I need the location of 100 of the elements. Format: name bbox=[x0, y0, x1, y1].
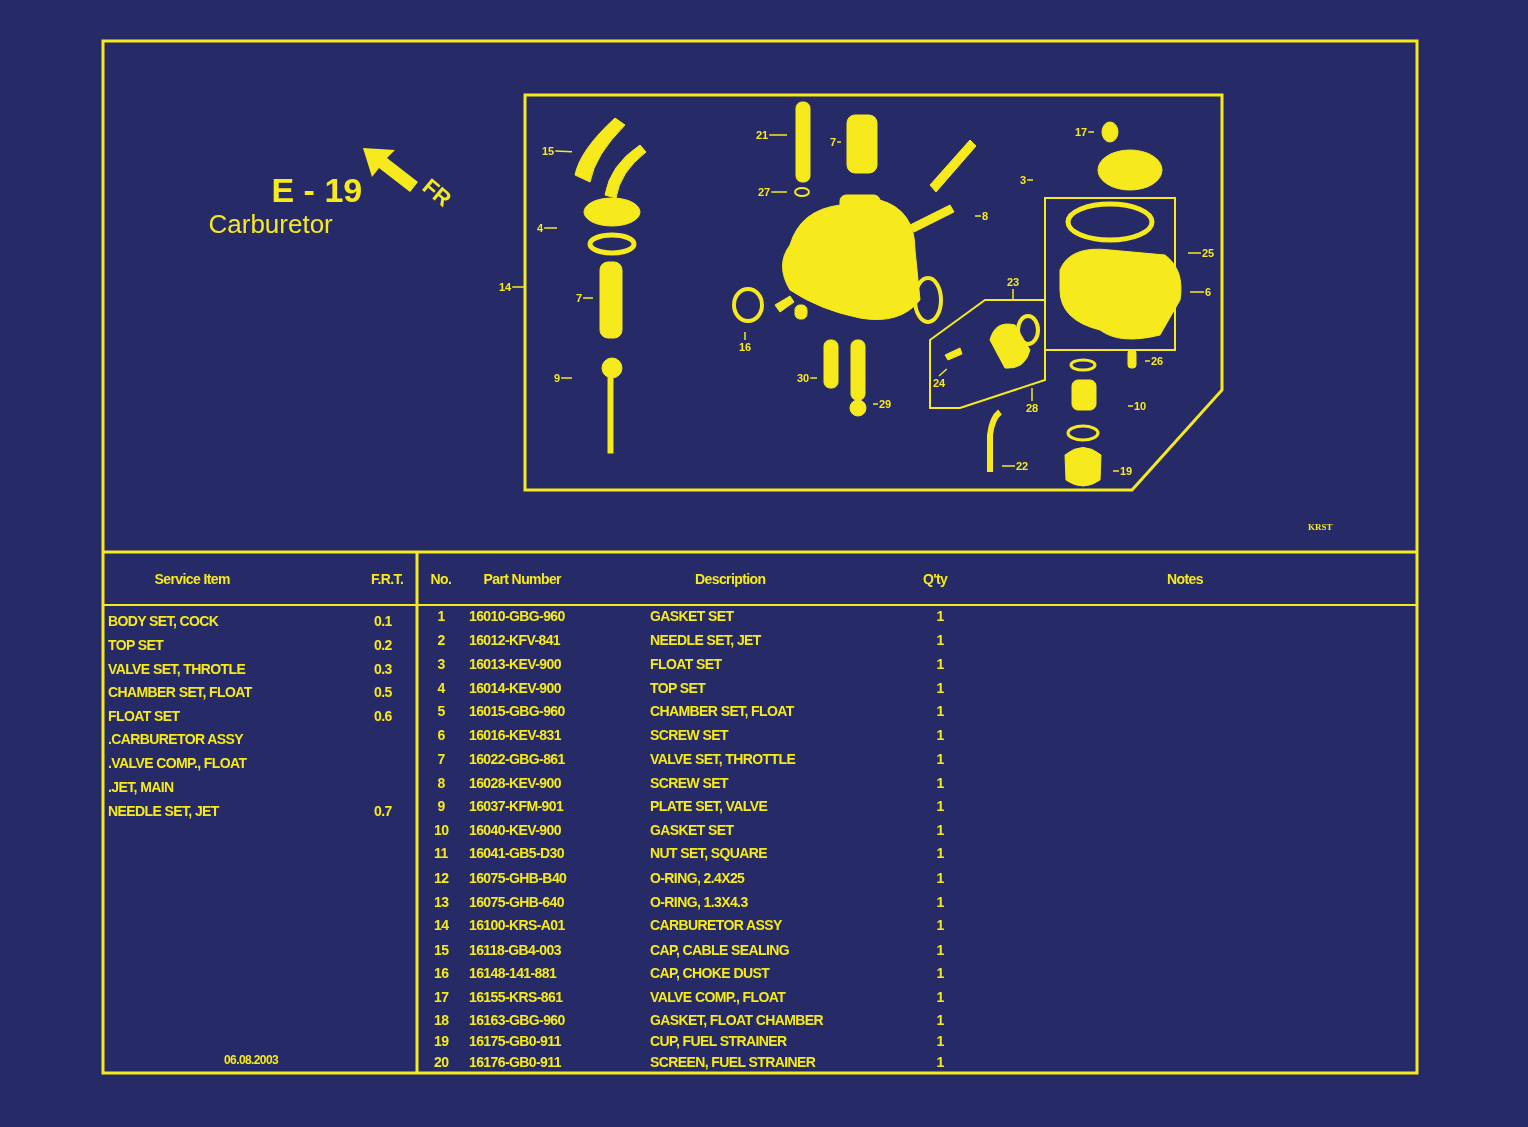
row-number: 1 bbox=[437, 609, 445, 623]
part-number: 16155-KRS-861 bbox=[469, 990, 563, 1004]
quantity-value: 1 bbox=[936, 990, 944, 1004]
row-number: 12 bbox=[434, 871, 449, 885]
callout-number: 30 bbox=[797, 372, 810, 384]
callout-number: 9 bbox=[554, 372, 561, 384]
frt-value: 0.3 bbox=[374, 662, 392, 676]
quantity-value: 1 bbox=[936, 704, 944, 718]
callout-number: 25 bbox=[1202, 247, 1215, 259]
callout-number: 24 bbox=[933, 377, 946, 389]
part-description: CHAMBER SET, FLOAT bbox=[650, 704, 794, 718]
part-description: GASKET SET bbox=[650, 823, 734, 837]
page-title: Carburetor bbox=[208, 211, 333, 237]
leader-line bbox=[1144, 360, 1151, 362]
quantity-value: 1 bbox=[936, 728, 944, 742]
callout-number: 3 bbox=[1020, 174, 1027, 186]
part-number: 16014-KEV-900 bbox=[469, 681, 561, 695]
service-item-name: .CARBURETOR ASSY bbox=[108, 732, 244, 746]
callout-number: 8 bbox=[982, 210, 989, 222]
part-number: 16013-KEV-900 bbox=[469, 657, 561, 671]
column-header: Q'ty bbox=[923, 572, 948, 586]
row-number: 19 bbox=[434, 1034, 449, 1048]
callout-number: 6 bbox=[1205, 286, 1212, 298]
leader-line bbox=[809, 377, 818, 379]
part-number: 16016-KEV-831 bbox=[469, 728, 561, 742]
service-item-name: BODY SET, COCK bbox=[108, 614, 219, 628]
column-header: F.R.T. bbox=[371, 572, 404, 586]
callout-number: 14 bbox=[499, 281, 512, 293]
row-number: 14 bbox=[434, 918, 449, 932]
leader-line bbox=[1112, 470, 1120, 472]
service-item-name: .VALVE COMP., FLOAT bbox=[108, 756, 247, 770]
part-description: O-RING, 2.4X25 bbox=[650, 871, 745, 885]
column-header: Part Number bbox=[483, 572, 561, 586]
callout-number: 17 bbox=[1075, 126, 1088, 138]
part-description: VALVE COMP., FLOAT bbox=[650, 990, 786, 1004]
quantity-value: 1 bbox=[936, 633, 944, 647]
row-number: 20 bbox=[434, 1055, 449, 1069]
row-number: 6 bbox=[437, 728, 445, 742]
quantity-value: 1 bbox=[936, 918, 944, 932]
quantity-value: 1 bbox=[936, 776, 944, 790]
quantity-value: 1 bbox=[936, 657, 944, 671]
part-description: VALVE SET, THROTTLE bbox=[650, 752, 796, 766]
row-number: 15 bbox=[434, 943, 449, 957]
leader-line bbox=[872, 403, 879, 405]
quantity-value: 1 bbox=[936, 1034, 944, 1048]
part-number: 16015-GBG-960 bbox=[469, 704, 565, 718]
column-header: No. bbox=[430, 572, 452, 586]
callout-number: 27 bbox=[758, 186, 771, 198]
part-number: 16075-GHB-640 bbox=[469, 895, 564, 909]
quantity-value: 1 bbox=[936, 1055, 944, 1069]
part-number: 16022-GBG-861 bbox=[469, 752, 565, 766]
part-description: SCREW SET bbox=[650, 728, 728, 742]
row-number: 7 bbox=[437, 752, 445, 766]
quantity-value: 1 bbox=[936, 895, 944, 909]
leader-line bbox=[511, 286, 526, 288]
page-code: E - 19 bbox=[271, 173, 363, 207]
leader-line bbox=[543, 227, 558, 229]
column-header: Service Item bbox=[154, 572, 230, 586]
revision-date: 06.08.2003 bbox=[224, 1054, 279, 1066]
part-description: FLOAT SET bbox=[650, 657, 722, 671]
part-description: SCREEN, FUEL STRAINER bbox=[650, 1055, 816, 1069]
part-number: 16175-GB0-911 bbox=[469, 1034, 561, 1048]
leader-line bbox=[560, 377, 573, 379]
quantity-value: 1 bbox=[936, 871, 944, 885]
leader-line bbox=[770, 191, 788, 193]
leader-line bbox=[938, 368, 948, 377]
drawing-code: KRST bbox=[1308, 523, 1333, 532]
row-number: 2 bbox=[437, 633, 445, 647]
leader-line bbox=[1087, 131, 1095, 133]
part-number: 16075-GHB-B40 bbox=[469, 871, 567, 885]
part-description: SCREW SET bbox=[650, 776, 728, 790]
callout-number: 16 bbox=[739, 341, 752, 353]
leader-line bbox=[1127, 405, 1134, 407]
quantity-value: 1 bbox=[936, 752, 944, 766]
service-item-name: NEEDLE SET, JET bbox=[108, 804, 219, 818]
part-number: 16100-KRS-A01 bbox=[469, 918, 565, 932]
callout-number: 10 bbox=[1134, 400, 1147, 412]
part-description: CARBURETOR ASSY bbox=[650, 918, 782, 932]
row-number: 17 bbox=[434, 990, 449, 1004]
part-number: 16028-KEV-900 bbox=[469, 776, 561, 790]
frt-value: 0.2 bbox=[374, 638, 392, 652]
quantity-value: 1 bbox=[936, 943, 944, 957]
quantity-value: 1 bbox=[936, 846, 944, 860]
service-item-name: .JET, MAIN bbox=[108, 780, 174, 794]
quantity-value: 1 bbox=[936, 681, 944, 695]
row-number: 16 bbox=[434, 966, 449, 980]
part-number: 16037-KFM-901 bbox=[469, 799, 564, 813]
row-number: 4 bbox=[437, 681, 445, 695]
part-number: 16041-GB5-D30 bbox=[469, 846, 564, 860]
direction-label: FR bbox=[417, 175, 455, 211]
leader-line bbox=[1012, 288, 1014, 301]
part-description: CAP, CABLE SEALING bbox=[650, 943, 790, 957]
part-number: 16176-GB0-911 bbox=[469, 1055, 561, 1069]
callout-number: 21 bbox=[756, 129, 769, 141]
callout-number: 28 bbox=[1026, 402, 1039, 414]
part-description: O-RING, 1.3X4.3 bbox=[650, 895, 748, 909]
leader-line bbox=[554, 150, 573, 153]
service-item-name: VALVE SET, THROTLE bbox=[108, 662, 246, 676]
callout-number: 7 bbox=[576, 292, 583, 304]
part-number: 16010-GBG-960 bbox=[469, 609, 565, 623]
